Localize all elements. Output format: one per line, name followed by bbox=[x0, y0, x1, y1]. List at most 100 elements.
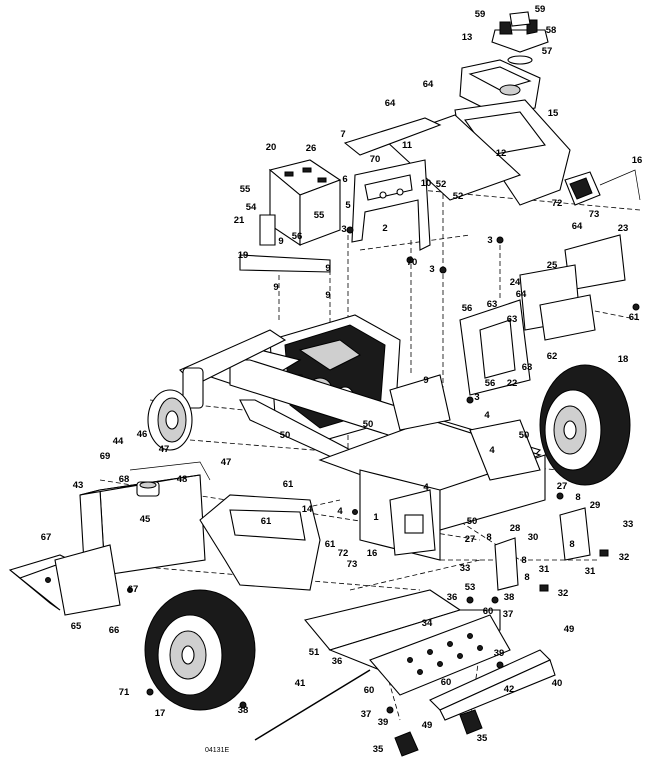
part-callout-39: 39 bbox=[378, 717, 389, 728]
part-callout-3: 3 bbox=[474, 392, 479, 403]
part-callout-36: 36 bbox=[332, 656, 343, 667]
part-callout-55: 55 bbox=[314, 210, 325, 221]
part-callout-50: 50 bbox=[280, 430, 291, 441]
part-callout-37: 37 bbox=[361, 709, 372, 720]
part-callout-72: 72 bbox=[338, 548, 349, 559]
part-callout-48: 48 bbox=[177, 474, 188, 485]
part-callout-47: 47 bbox=[221, 457, 232, 468]
part-callout-70: 70 bbox=[370, 154, 381, 165]
part-callout-3: 3 bbox=[487, 235, 492, 246]
part-callout-43: 43 bbox=[73, 480, 84, 491]
part-callout-4: 4 bbox=[337, 506, 343, 517]
part-callout-67: 67 bbox=[128, 584, 139, 595]
drawing-code: 04131E bbox=[205, 747, 229, 754]
part-callout-8: 8 bbox=[524, 572, 529, 583]
part-callout-14: 14 bbox=[302, 504, 313, 515]
part-callout-73: 73 bbox=[347, 559, 358, 570]
part-callout-18: 18 bbox=[618, 354, 629, 365]
part-callout-21: 21 bbox=[234, 215, 245, 226]
cover-plate bbox=[343, 117, 442, 156]
part-callout-64: 64 bbox=[516, 289, 527, 300]
part-callout-70: 70 bbox=[407, 257, 418, 268]
part-callout-27: 27 bbox=[465, 534, 476, 545]
control-tower bbox=[239, 159, 342, 273]
part-callout-29: 29 bbox=[590, 500, 601, 511]
part-callout-59: 59 bbox=[535, 4, 546, 15]
part-callout-8: 8 bbox=[486, 532, 491, 543]
part-callout-23: 23 bbox=[618, 223, 629, 234]
part-callout-54: 54 bbox=[246, 202, 257, 213]
part-callout-30: 30 bbox=[528, 532, 539, 543]
part-callout-17: 17 bbox=[155, 708, 166, 719]
part-callout-60: 60 bbox=[483, 606, 494, 617]
part-callout-49: 49 bbox=[564, 624, 575, 635]
part-callout-15: 15 bbox=[548, 108, 559, 119]
part-callout-4: 4 bbox=[423, 482, 429, 493]
part-callout-51: 51 bbox=[309, 647, 320, 658]
part-callout-38: 38 bbox=[238, 705, 249, 716]
part-callout-22: 22 bbox=[507, 378, 518, 389]
part-callout-11: 11 bbox=[402, 140, 413, 151]
part-callout-16: 16 bbox=[367, 548, 378, 559]
fuel-tank-bracket bbox=[8, 544, 121, 616]
part-callout-53: 53 bbox=[465, 582, 476, 593]
part-callout-62: 62 bbox=[547, 351, 558, 362]
cup-holder-assembly bbox=[491, 11, 549, 65]
part-callout-3: 3 bbox=[341, 224, 346, 235]
part-callout-8: 8 bbox=[521, 555, 526, 566]
part-callout-50: 50 bbox=[467, 516, 478, 527]
part-callout-34: 34 bbox=[422, 618, 433, 629]
part-callout-72: 72 bbox=[552, 198, 563, 209]
part-callout-12: 12 bbox=[496, 148, 507, 159]
part-callout-28: 28 bbox=[510, 523, 521, 534]
main-frame bbox=[188, 299, 546, 561]
part-callout-68: 68 bbox=[119, 474, 130, 485]
part-callout-40: 40 bbox=[552, 678, 563, 689]
part-callout-39: 39 bbox=[494, 648, 505, 659]
part-callout-57: 57 bbox=[542, 46, 553, 57]
part-callout-36: 36 bbox=[447, 592, 458, 603]
part-callout-10: 10 bbox=[421, 178, 432, 189]
part-callout-35: 35 bbox=[373, 744, 384, 755]
part-callout-60: 60 bbox=[441, 677, 452, 688]
part-callout-25: 25 bbox=[547, 260, 558, 271]
part-callout-24: 24 bbox=[510, 277, 521, 288]
part-callout-50: 50 bbox=[519, 430, 530, 441]
part-callout-19: 19 bbox=[238, 250, 249, 261]
part-callout-13: 13 bbox=[462, 32, 473, 43]
part-callout-9: 9 bbox=[273, 282, 278, 293]
part-callout-42: 42 bbox=[504, 684, 515, 695]
part-callout-58: 58 bbox=[546, 25, 557, 36]
seat-support-housing bbox=[383, 99, 571, 206]
part-callout-47: 47 bbox=[159, 444, 170, 455]
part-callout-37: 37 bbox=[503, 609, 514, 620]
part-callout-27: 27 bbox=[557, 481, 568, 492]
part-callout-61: 61 bbox=[629, 312, 640, 323]
part-callout-55: 55 bbox=[240, 184, 251, 195]
part-callout-56: 56 bbox=[462, 303, 473, 314]
front-caster-assembly bbox=[147, 329, 287, 451]
part-callout-33: 33 bbox=[623, 519, 634, 530]
part-callout-16: 16 bbox=[632, 155, 643, 166]
foot-pedals bbox=[394, 709, 483, 757]
part-callout-64: 64 bbox=[423, 79, 434, 90]
part-callout-6: 6 bbox=[342, 174, 347, 185]
part-callout-69: 69 bbox=[100, 451, 111, 462]
part-callout-4: 4 bbox=[484, 410, 490, 421]
part-callout-26: 26 bbox=[306, 143, 317, 154]
part-callout-4: 4 bbox=[489, 445, 495, 456]
part-callout-56: 56 bbox=[292, 231, 303, 242]
part-callout-45: 45 bbox=[140, 514, 151, 525]
floor-plate bbox=[304, 589, 511, 696]
battery-box bbox=[519, 234, 626, 341]
part-callout-31: 31 bbox=[539, 564, 550, 575]
part-callout-65: 65 bbox=[71, 621, 82, 632]
part-callout-9: 9 bbox=[423, 375, 428, 386]
fasteners bbox=[45, 226, 640, 714]
part-callout-32: 32 bbox=[558, 588, 569, 599]
part-callout-33: 33 bbox=[460, 563, 471, 574]
part-callout-50: 50 bbox=[363, 419, 374, 430]
part-callout-5: 5 bbox=[345, 200, 351, 211]
part-callout-71: 71 bbox=[119, 687, 130, 698]
